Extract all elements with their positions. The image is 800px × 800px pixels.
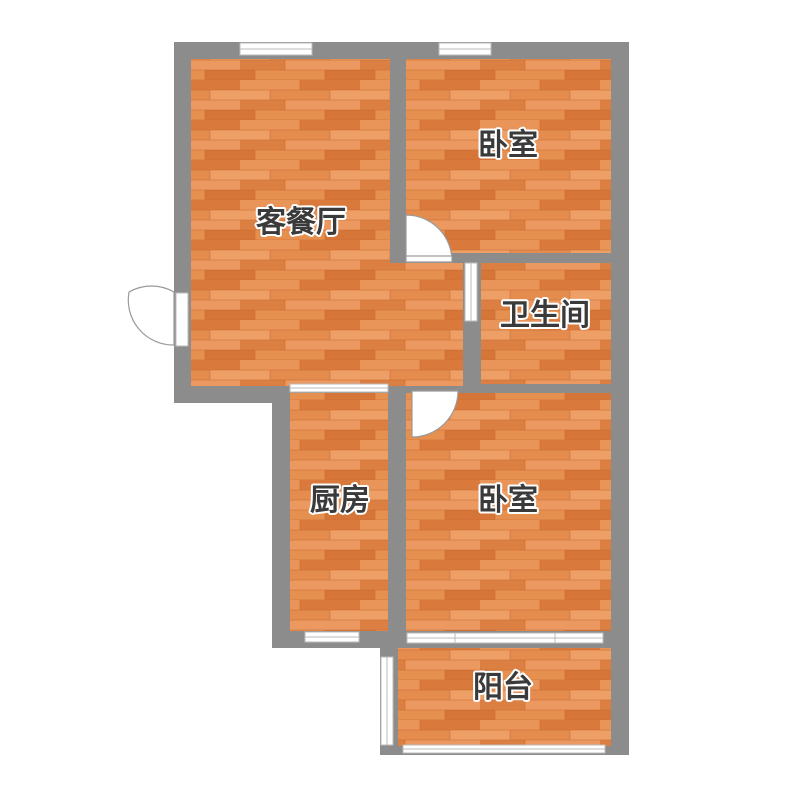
floor-kitchen (290, 393, 388, 631)
label-bathroom: 卫生间 (500, 298, 590, 333)
window-living-entry (175, 292, 189, 347)
label-balcony: 阳台 (473, 670, 533, 705)
windows (175, 42, 606, 754)
door-bedroom-south (411, 390, 459, 438)
floor-bedroom-south (406, 393, 611, 631)
floor-living-dining-ext (390, 263, 463, 386)
floor-bedroom-north (406, 59, 611, 253)
floor-bathroom (481, 263, 611, 384)
floors (191, 59, 611, 746)
label-kitchen: 厨房 (310, 483, 370, 518)
floor-balcony (398, 648, 611, 746)
label-bedroom-north: 卧室 (478, 128, 538, 163)
door-entry (127, 285, 175, 346)
floor-living-dining (191, 59, 390, 386)
label-living-dining: 客餐厅 (256, 205, 346, 240)
label-bedroom-south: 卧室 (478, 483, 538, 518)
room-labels: 客餐厅 卧室 卫生间 厨房 卧室 阳台 (254, 126, 592, 707)
doors (127, 214, 459, 438)
